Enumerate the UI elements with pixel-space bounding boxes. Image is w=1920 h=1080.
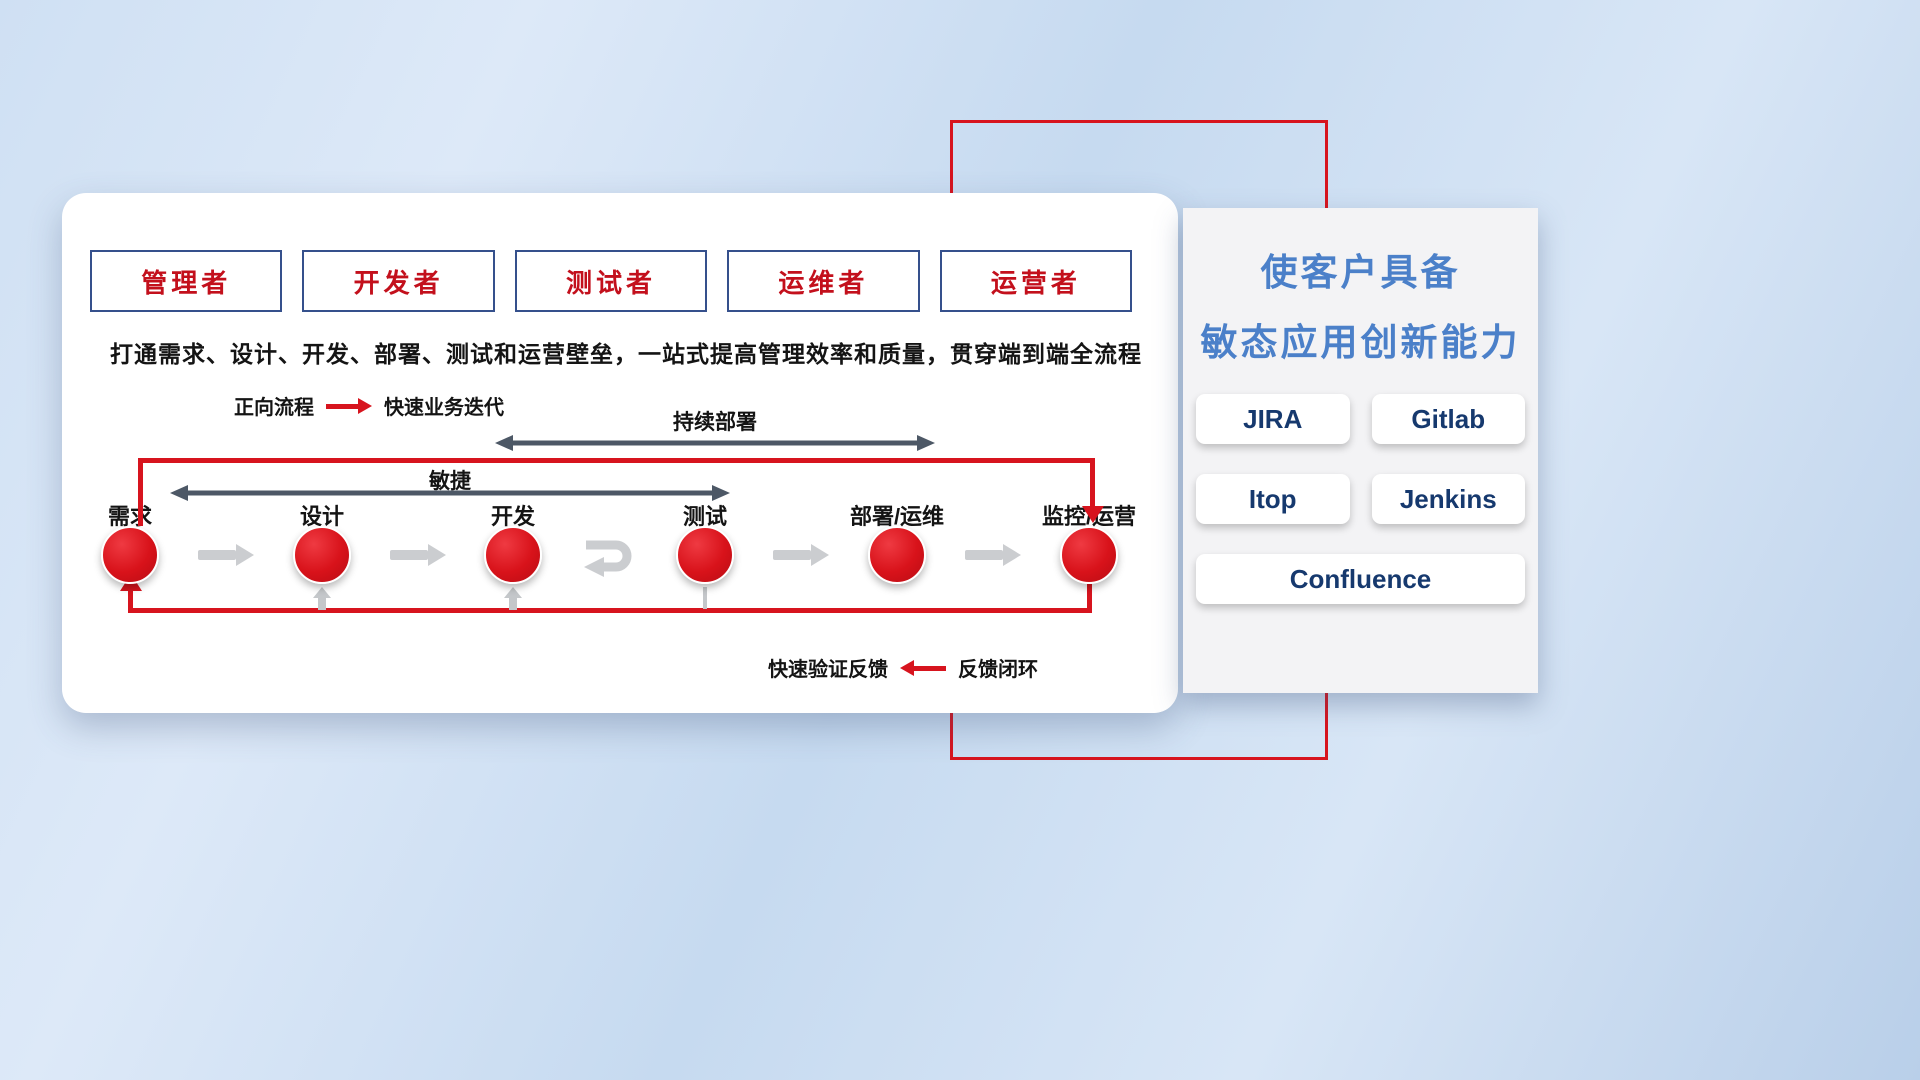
iteration-loop-arrow-icon bbox=[584, 540, 632, 577]
role-boxes-row: 管理者 开发者 测试者 运维者 运营者 bbox=[90, 250, 1133, 312]
feedback-legend-value: 反馈闭环 bbox=[958, 659, 1038, 681]
red-right-arrow-icon bbox=[326, 397, 372, 414]
stage-label-design: 设计 bbox=[299, 504, 344, 529]
capability-title-line1: 使客户具备 bbox=[1260, 252, 1461, 293]
stage-node-design bbox=[293, 526, 351, 584]
stage-node-develop bbox=[484, 526, 542, 584]
tool-gitlab: Gitlab bbox=[1371, 394, 1525, 444]
role-label: 运维者 bbox=[778, 267, 869, 298]
capability-title-line2: 敏态应用创新能力 bbox=[1200, 322, 1521, 363]
capability-panel: 使客户具备 敏态应用创新能力 JIRA Gitlab Itop Jenkins … bbox=[1183, 208, 1538, 693]
stage-label-requirements: 需求 bbox=[107, 504, 152, 529]
flow-arrow-icon bbox=[773, 544, 829, 566]
role-box-operator: 运营者 bbox=[939, 250, 1133, 312]
stage-label-develop: 开发 bbox=[490, 504, 535, 529]
stage-node-monitor-ops bbox=[1060, 526, 1118, 584]
tool-jenkins: Jenkins bbox=[1371, 474, 1525, 524]
feedback-legend: 快速验证反馈 反馈闭环 bbox=[768, 653, 1038, 682]
stage-label-test: 测试 bbox=[682, 504, 727, 529]
feedback-loop-line bbox=[128, 608, 1092, 613]
role-label: 运营者 bbox=[990, 267, 1081, 298]
red-left-arrow-icon bbox=[900, 659, 946, 676]
role-label: 测试者 bbox=[566, 267, 657, 298]
flow-arrow-icon bbox=[965, 544, 1021, 566]
tool-itop: Itop bbox=[1196, 474, 1350, 524]
forward-loop-line bbox=[1090, 458, 1095, 508]
role-box-manager: 管理者 bbox=[90, 250, 283, 312]
feedback-loop-line bbox=[1087, 584, 1092, 613]
forward-loop-arrowhead-icon bbox=[1082, 506, 1104, 523]
tool-confluence: Confluence bbox=[1196, 554, 1525, 604]
stage-label-deploy-ops: 部署/运维 bbox=[849, 504, 945, 529]
continuous-deploy-arrow-icon bbox=[495, 435, 935, 451]
feedback-up-arrow-icon bbox=[504, 587, 522, 611]
feedback-loop-line bbox=[128, 591, 133, 611]
agile-arrow-icon bbox=[170, 485, 730, 501]
feedback-up-arrow-icon bbox=[313, 587, 331, 611]
feedback-connector-line bbox=[703, 587, 707, 609]
feedback-legend-label: 快速验证反馈 bbox=[768, 659, 888, 681]
agile-label: 敏捷 bbox=[429, 470, 471, 493]
role-label: 管理者 bbox=[141, 267, 232, 298]
continuous-deploy-label: 持续部署 bbox=[673, 411, 757, 434]
flow-arrow-icon bbox=[390, 544, 446, 566]
forward-loop-line bbox=[138, 458, 1095, 463]
role-box-developer: 开发者 bbox=[302, 250, 495, 312]
role-label: 开发者 bbox=[353, 267, 444, 298]
stage-node-test bbox=[676, 526, 734, 584]
tool-grid: JIRA Gitlab Itop Jenkins Confluence bbox=[1196, 394, 1525, 604]
stage-node-requirements bbox=[101, 526, 159, 584]
forward-flow-legend-value: 快速业务迭代 bbox=[384, 397, 504, 419]
stage-node-deploy-ops bbox=[868, 526, 926, 584]
panel-description: 打通需求、设计、开发、部署、测试和运营壁垒，一站式提高管理效率和质量，贯穿端到端… bbox=[110, 341, 1142, 367]
forward-flow-legend: 正向流程 快速业务迭代 bbox=[234, 391, 504, 420]
forward-flow-legend-label: 正向流程 bbox=[234, 397, 314, 419]
role-box-ops: 运维者 bbox=[727, 250, 920, 312]
forward-loop-line bbox=[138, 458, 143, 526]
role-box-tester: 测试者 bbox=[514, 250, 708, 312]
tool-jira: JIRA bbox=[1196, 394, 1350, 444]
flow-arrow-icon bbox=[198, 544, 254, 566]
devops-flow-panel: 管理者 开发者 测试者 运维者 运营者 打通需求、设计、开发、部署、测试和运营壁… bbox=[62, 193, 1178, 713]
